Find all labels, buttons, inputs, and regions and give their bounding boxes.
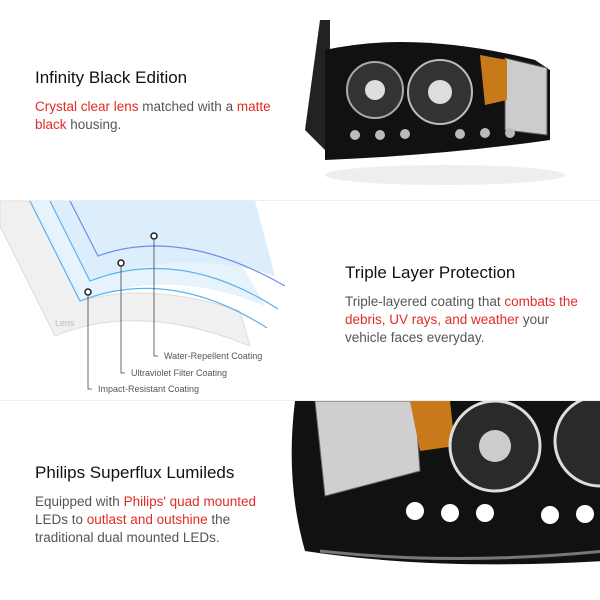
feature-philips-leds: Philips Superflux Lumileds Equipped with… xyxy=(0,400,600,600)
feature-body: Equipped with Philips' quad mounted LEDs… xyxy=(35,493,275,547)
highlight-text: matte black xyxy=(35,99,271,132)
feature-body: Crystal clear lens matched with a matte … xyxy=(35,98,275,134)
lens-label: Lens xyxy=(55,318,75,328)
body-text: the traditional dual mounted LEDs. xyxy=(35,512,231,545)
feature-triple-layer: Lens Water-Repellent Coating Ultraviolet… xyxy=(0,200,600,400)
coating-layers-diagram xyxy=(0,201,286,390)
body-text: Triple-layered coating that xyxy=(345,294,505,309)
uv-filter-label: Ultraviolet Filter Coating xyxy=(131,368,228,378)
impact-resistant-label: Impact-Resistant Coating xyxy=(98,384,200,394)
feature-title: Infinity Black Edition xyxy=(35,68,188,87)
highlight-text: Philips' quad mounted xyxy=(123,494,256,509)
headlight-closeup-image xyxy=(291,401,600,565)
feature-infinity-black: Infinity Black Edition Crystal clear len… xyxy=(0,0,600,200)
highlight-text: Crystal clear lens xyxy=(35,99,139,114)
headlight-image xyxy=(305,20,565,185)
highlight-text: combats the debris, UV rays, and weather xyxy=(345,294,578,327)
body-text: housing. xyxy=(66,117,122,132)
body-text: LEDs to xyxy=(35,512,87,527)
body-text: Equipped with xyxy=(35,494,124,509)
feature-title: Philips Superflux Lumileds xyxy=(35,463,235,482)
body-text: your vehicle faces everyday. xyxy=(345,312,550,345)
body-text: matched with a xyxy=(138,99,237,114)
highlight-text: outlast and outshine xyxy=(86,512,208,527)
feature-title: Triple Layer Protection xyxy=(345,263,516,282)
water-repellent-label: Water-Repellent Coating xyxy=(164,351,263,361)
feature-body: Triple-layered coating that combats the … xyxy=(345,293,580,347)
